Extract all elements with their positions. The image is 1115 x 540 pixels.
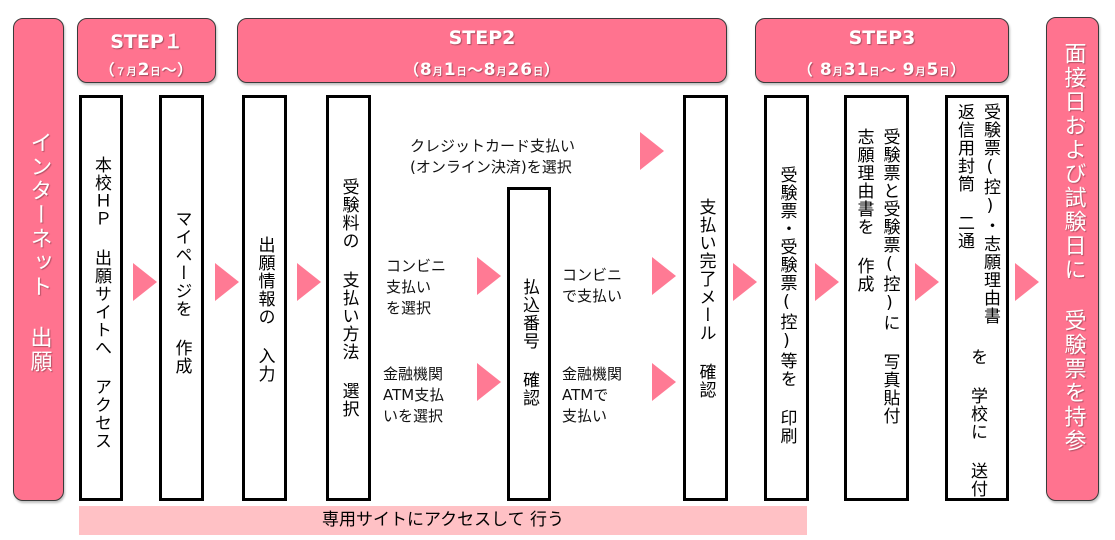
- option-credit-card: クレジットカード支払い (オンライン決済)を選択: [410, 137, 576, 176]
- arrow-right-icon: [477, 363, 501, 401]
- step-reason-text: 志願理由書を 作成: [853, 128, 874, 293]
- step2-date: （8月1日～8月26日）: [403, 60, 561, 80]
- step2-title: STEP2: [448, 27, 516, 49]
- step-access-site-text: 本校ＨＰ 出願サイトへ アクセス: [91, 156, 111, 450]
- step-send-envelope-text: 返信用封筒 二通: [954, 103, 974, 250]
- step1-date: （７月2日～）: [99, 60, 194, 80]
- step-send-bottom-text: を 学校に 送付: [967, 348, 987, 498]
- option-convenience-pay: コンビニ で支払い: [562, 266, 623, 305]
- option-convenience-select: コンビニ 支払い を選択: [386, 257, 447, 317]
- step1-title: STEP１: [110, 31, 183, 53]
- step-access-site: 本校ＨＰ 出願サイトへ アクセス: [79, 95, 123, 501]
- step3-title: STEP3: [848, 27, 916, 49]
- option-atm-pay: 金融機関 ATMで 支払い: [562, 365, 623, 425]
- step-send-to-school: 受験票(控)・志願理由書 返信用封筒 二通 を 学校に 送付: [945, 95, 1009, 501]
- arrow-right-icon: [733, 263, 757, 301]
- step-send-docs-text: 受験票(控)・志願理由書: [980, 103, 1000, 325]
- arrow-right-icon: [297, 263, 321, 301]
- arrow-right-icon: [915, 263, 939, 301]
- step-completion-mail: 支払い完了メール 確認: [683, 95, 728, 501]
- step-payment-number: 払込番号 確認: [507, 187, 551, 501]
- arrow-right-icon: [815, 263, 839, 301]
- arrow-right-icon: [215, 263, 239, 301]
- step2-header: STEP2 （8月1日～8月26日）: [237, 18, 727, 83]
- arrow-right-icon: [652, 257, 676, 295]
- arrow-right-icon: [640, 132, 664, 170]
- exam-day-text: 面接日および試験日に 受験票を持参: [1060, 42, 1086, 453]
- step-payment-method: 受験料の 支払い方法 選択: [326, 95, 371, 501]
- step3-header: STEP3 （ 8月31日～ 9月5日）: [755, 18, 1009, 83]
- step-input-info-text: 出願情報の 入力: [254, 236, 275, 383]
- dedicated-site-note: 専用サイトにアクセスして 行う: [79, 506, 807, 535]
- step-print: 受験票・受験票(控)等を 印刷: [764, 95, 809, 501]
- internet-application-label: インターネット 出願: [13, 18, 64, 501]
- arrow-right-icon: [477, 257, 501, 295]
- step1-header: STEP１ （７月2日～）: [77, 18, 216, 83]
- step-completion-mail-text: 支払い完了メール 確認: [695, 198, 716, 399]
- step-photo-and-reason: 受験票と受験票(控)に 写真貼付 志願理由書を 作成: [844, 95, 909, 501]
- step-input-info: 出願情報の 入力: [242, 95, 287, 501]
- step-photo-text: 受験票と受験票(控)に 写真貼付: [879, 128, 900, 425]
- arrow-right-icon: [652, 363, 676, 401]
- step-create-mypage-text: マイページを 作成: [171, 210, 192, 375]
- option-atm-select: 金融機関 ATM支払 いを選択: [383, 365, 445, 425]
- exam-day-label: 面接日および試験日に 受験票を持参: [1046, 17, 1099, 501]
- arrow-right-icon: [133, 263, 157, 301]
- step-payment-method-text: 受験料の 支払い方法 選択: [338, 178, 359, 418]
- arrow-right-icon: [1015, 263, 1039, 301]
- step-payment-number-text: 払込番号 確認: [519, 278, 539, 407]
- step-print-text: 受験票・受験票(控)等を 印刷: [776, 166, 797, 445]
- step3-date: （ 8月31日～ 9月5日）: [797, 60, 967, 80]
- step-create-mypage: マイページを 作成: [159, 95, 204, 501]
- internet-application-text: インターネット 出願: [26, 131, 52, 374]
